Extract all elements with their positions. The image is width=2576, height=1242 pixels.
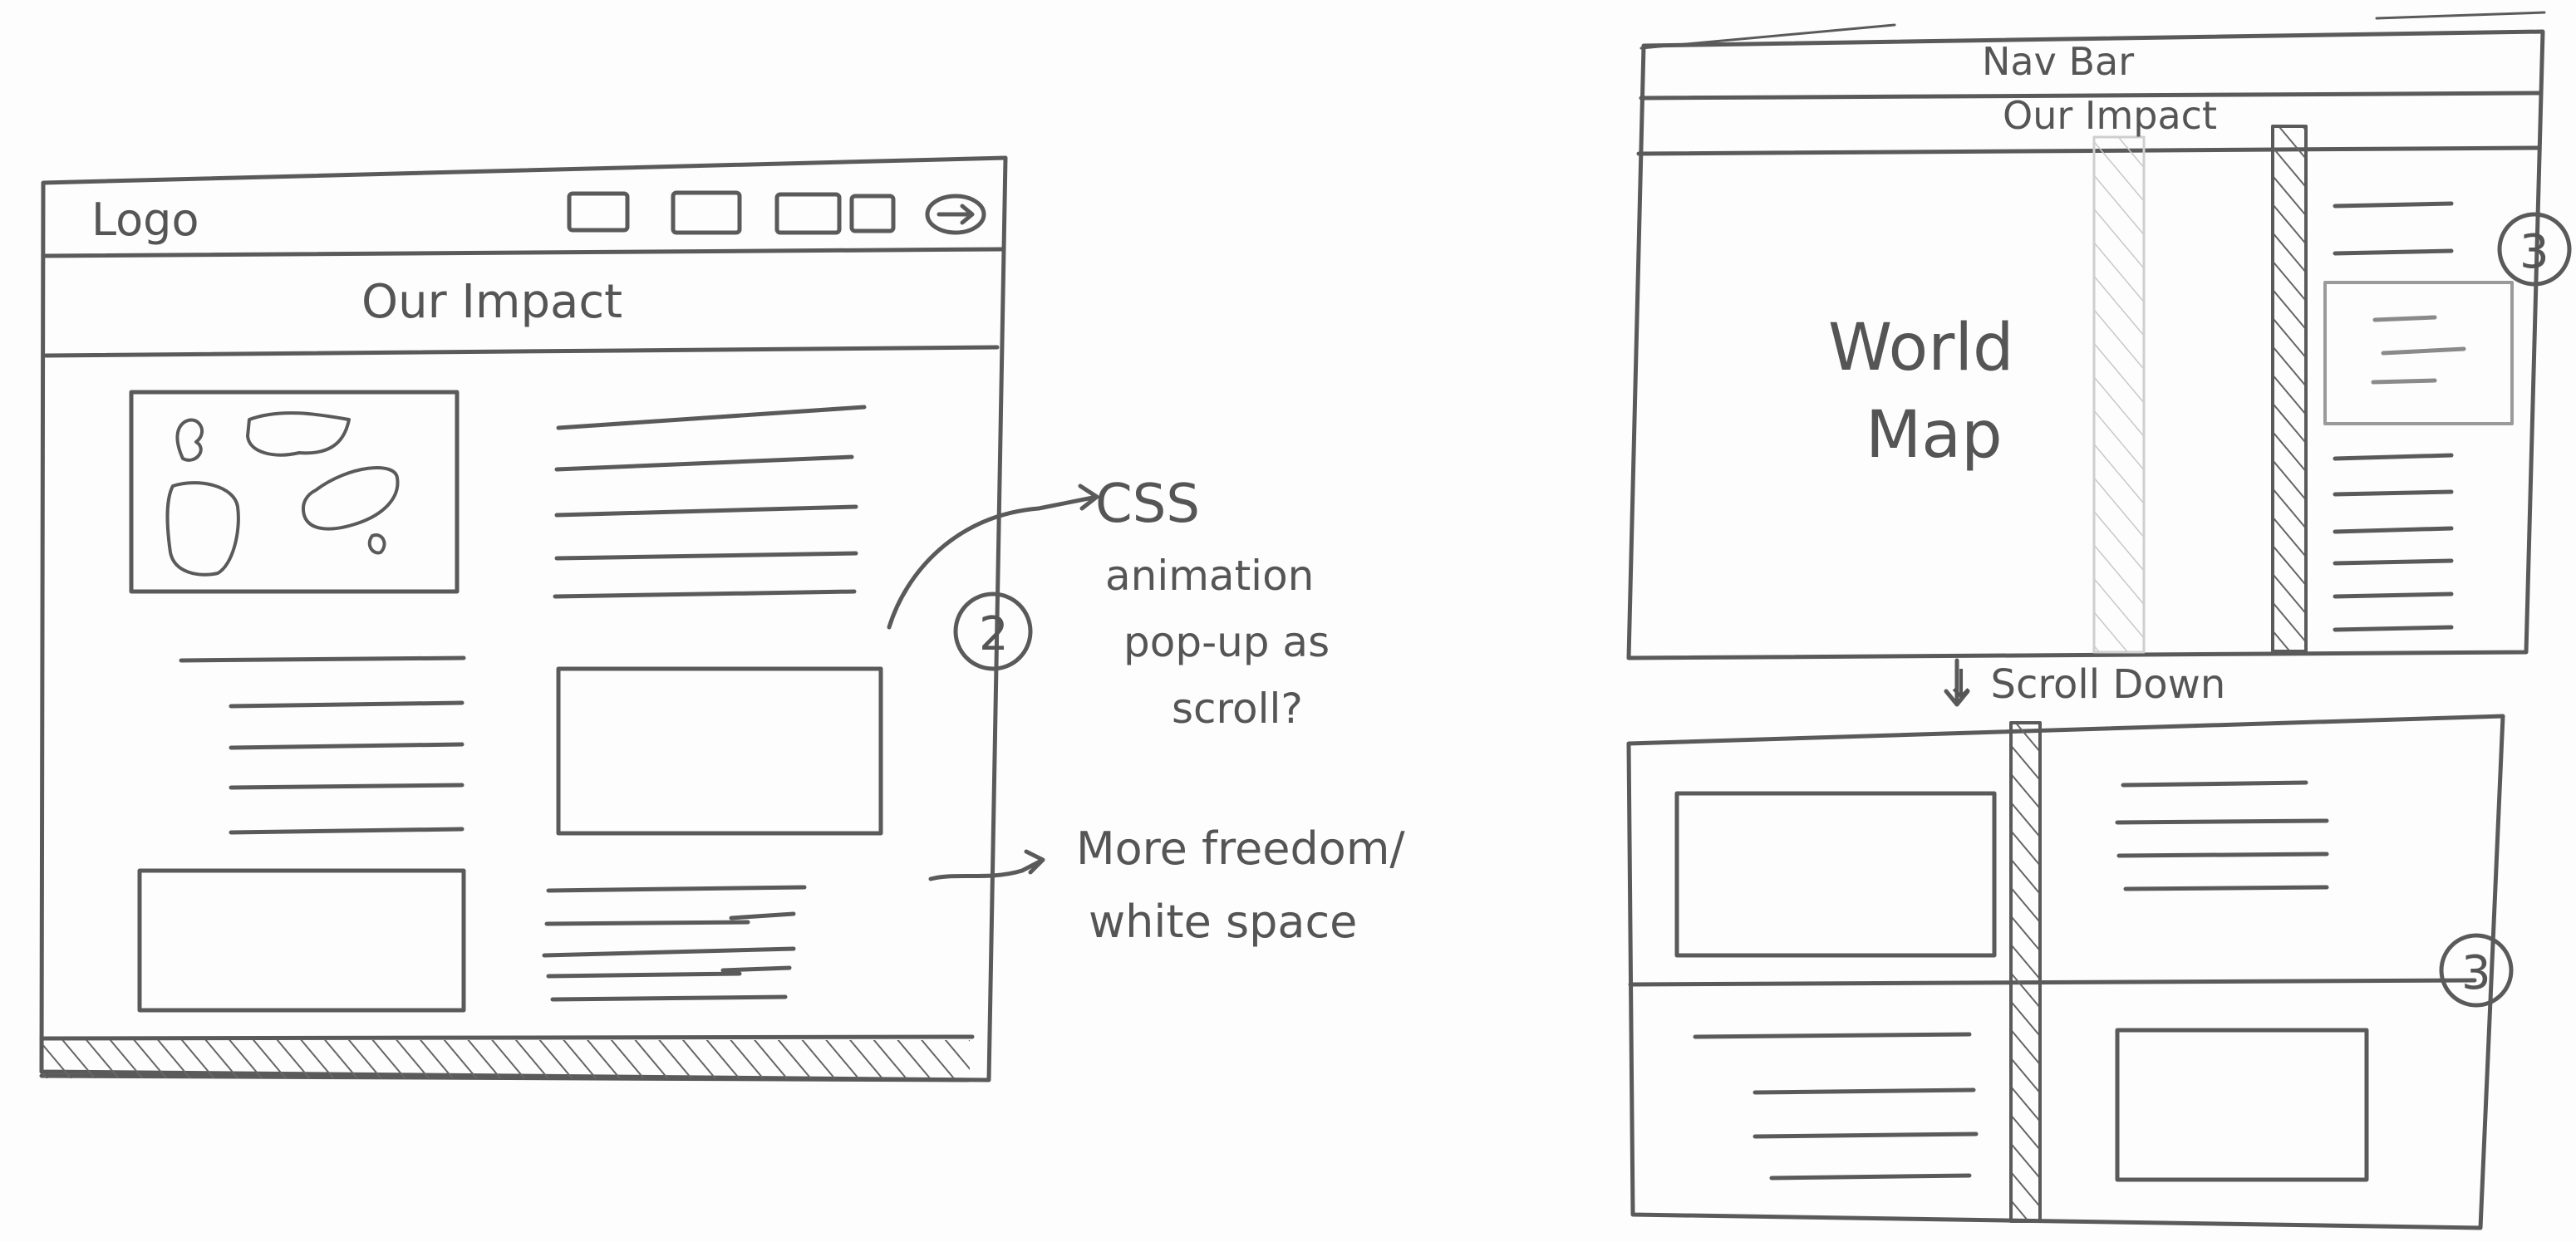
map-badge-top-label: 3 <box>2519 225 2549 279</box>
map-popup-card[interactable] <box>2323 281 2514 425</box>
note-space-line-1: More freedom/ <box>1076 822 1405 875</box>
content-panel-frame <box>1626 714 2505 1230</box>
note-space-line-2: white space <box>1089 896 1357 948</box>
content-badge-circle-bottom <box>2439 933 2514 1008</box>
map-title-divider <box>1636 145 2541 156</box>
desktop-text-block-2 <box>179 655 466 835</box>
content-dark-divider <box>2009 721 2042 1223</box>
desktop-title-divider <box>43 345 1000 358</box>
desktop-wireframe <box>39 155 1099 1082</box>
content-image-box-2 <box>2115 1028 2369 1182</box>
world-map-label: World <box>1828 311 2014 385</box>
content-image-box-1 <box>1674 791 1997 958</box>
map-dark-divider <box>2271 125 2308 653</box>
note-css-line-1: animation <box>1105 552 1314 600</box>
nav-search-circle[interactable] <box>925 194 986 235</box>
content-panel-divider <box>1628 978 2477 987</box>
desktop-badge-circle <box>953 592 1033 671</box>
content-text-block-2 <box>1693 1032 1979 1181</box>
desktop-footer <box>39 1034 975 1082</box>
desktop-text-block-1 <box>553 405 867 599</box>
nav-bar-divider <box>1639 91 2544 101</box>
annotation-arrow-space <box>928 849 1045 881</box>
map-page-title: Our Impact <box>2003 93 2217 138</box>
content-text-block-1 <box>2115 780 2329 891</box>
content-badge-bottom-label: 3 <box>2461 946 2491 1000</box>
nav-item-box[interactable] <box>849 194 896 233</box>
desktop-page-title: Our Impact <box>361 275 622 329</box>
nav-item-box[interactable] <box>671 190 742 235</box>
logo-label: Logo <box>91 194 199 246</box>
nav-item-box[interactable] <box>774 192 842 235</box>
desktop-nav-items <box>567 190 986 235</box>
map-badge-circle-top <box>2497 212 2572 287</box>
annotation-arrow-css <box>887 484 1099 630</box>
map-wireframe <box>1626 11 2572 1230</box>
map-panel-frame <box>1626 29 2545 660</box>
map-light-divider <box>2092 135 2146 654</box>
desktop-badge-label: 2 <box>979 607 1009 661</box>
nav-item-box[interactable] <box>567 191 630 233</box>
map-side-text <box>2333 201 2454 632</box>
map-popup-text <box>2371 315 2466 385</box>
desktop-image-box-2 <box>137 868 466 1013</box>
desktop-image-box-1 <box>556 666 883 836</box>
map-continents <box>165 411 400 577</box>
scroll-down-label: ↓ Scroll Down <box>1944 661 2225 708</box>
note-css-title: CSS <box>1095 474 1200 535</box>
nav-bar-label: Nav Bar <box>1982 39 2134 84</box>
note-css-line-3: scroll? <box>1172 685 1303 733</box>
scroll-down-arrow-icon <box>1944 658 1970 707</box>
note-css-line-2: pop-up as <box>1123 618 1330 666</box>
world-map-label-2: Map <box>1866 398 2003 473</box>
desktop-header-divider <box>43 247 1004 258</box>
desktop-frame <box>39 155 1008 1082</box>
nav-arrow <box>937 204 975 225</box>
desktop-map-box <box>129 390 460 594</box>
desktop-text-block-3 <box>542 885 807 1002</box>
